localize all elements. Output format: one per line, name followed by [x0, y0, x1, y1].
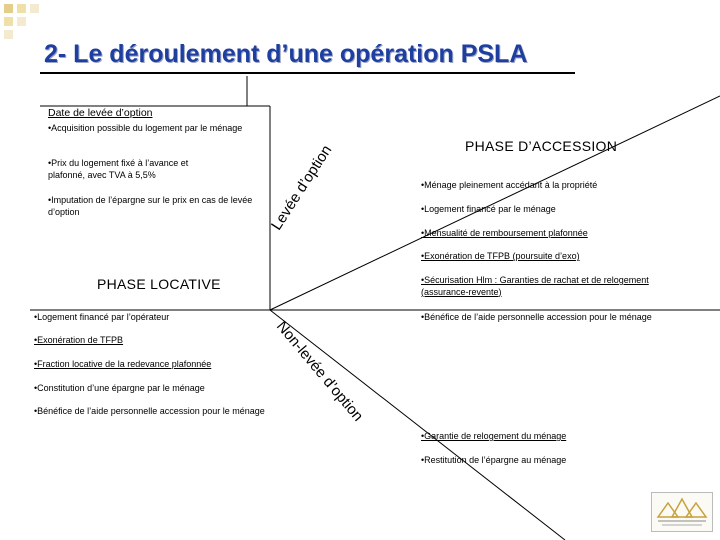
left-item-1: •Acquisition possible du logement par le…	[48, 123, 243, 133]
left-item-2: •Prix du logement fixé à l’avance et pla…	[48, 158, 189, 180]
phase-accession-label: PHASE D’ACCESSION	[465, 138, 618, 154]
bottom-item-1: •Garantie de relogement du ménage	[421, 431, 567, 441]
branch-line-levee	[269, 95, 720, 311]
locative-item-1: •Logement financé par l’opérateur	[34, 312, 170, 322]
locative-item-5: •Bénéfice de l’aide personnelle accessio…	[34, 406, 265, 416]
accession-item-1: •Ménage pleinement accédant à la proprié…	[421, 180, 598, 190]
left-item-3: •Imputation de l’épargne sur le prix en …	[48, 195, 253, 217]
decorative-squares-icon	[4, 4, 39, 39]
locative-item-2: •Exonération de TFPB	[34, 335, 124, 345]
bottom-item-2: •Restitution de l’épargne au ménage	[421, 455, 567, 465]
logo-icon	[651, 492, 713, 532]
accession-item-3: •Mensualité de remboursement plafonnée	[421, 228, 588, 238]
branch-line-non-levee	[269, 309, 566, 540]
phase-locative-label: PHASE LOCATIVE	[97, 276, 221, 292]
accession-item-6: •Bénéfice de l’aide personnelle accessio…	[421, 312, 652, 322]
accession-item-5: •Sécurisation Hlm : Garanties de rachat …	[421, 275, 649, 297]
locative-item-4: •Constitution d’une épargne par le ménag…	[34, 383, 205, 393]
option-date-heading: Date de levée d’option	[48, 107, 153, 119]
accession-item-2: •Logement financé par le ménage	[421, 204, 556, 214]
locative-item-3: •Fraction locative de la redevance plafo…	[34, 359, 212, 369]
title-underline	[40, 72, 575, 74]
page-title: 2- Le déroulement d’une opération PSLA	[44, 40, 528, 68]
accession-item-4: •Exonération de TFPB (poursuite d’exo)	[421, 251, 580, 261]
